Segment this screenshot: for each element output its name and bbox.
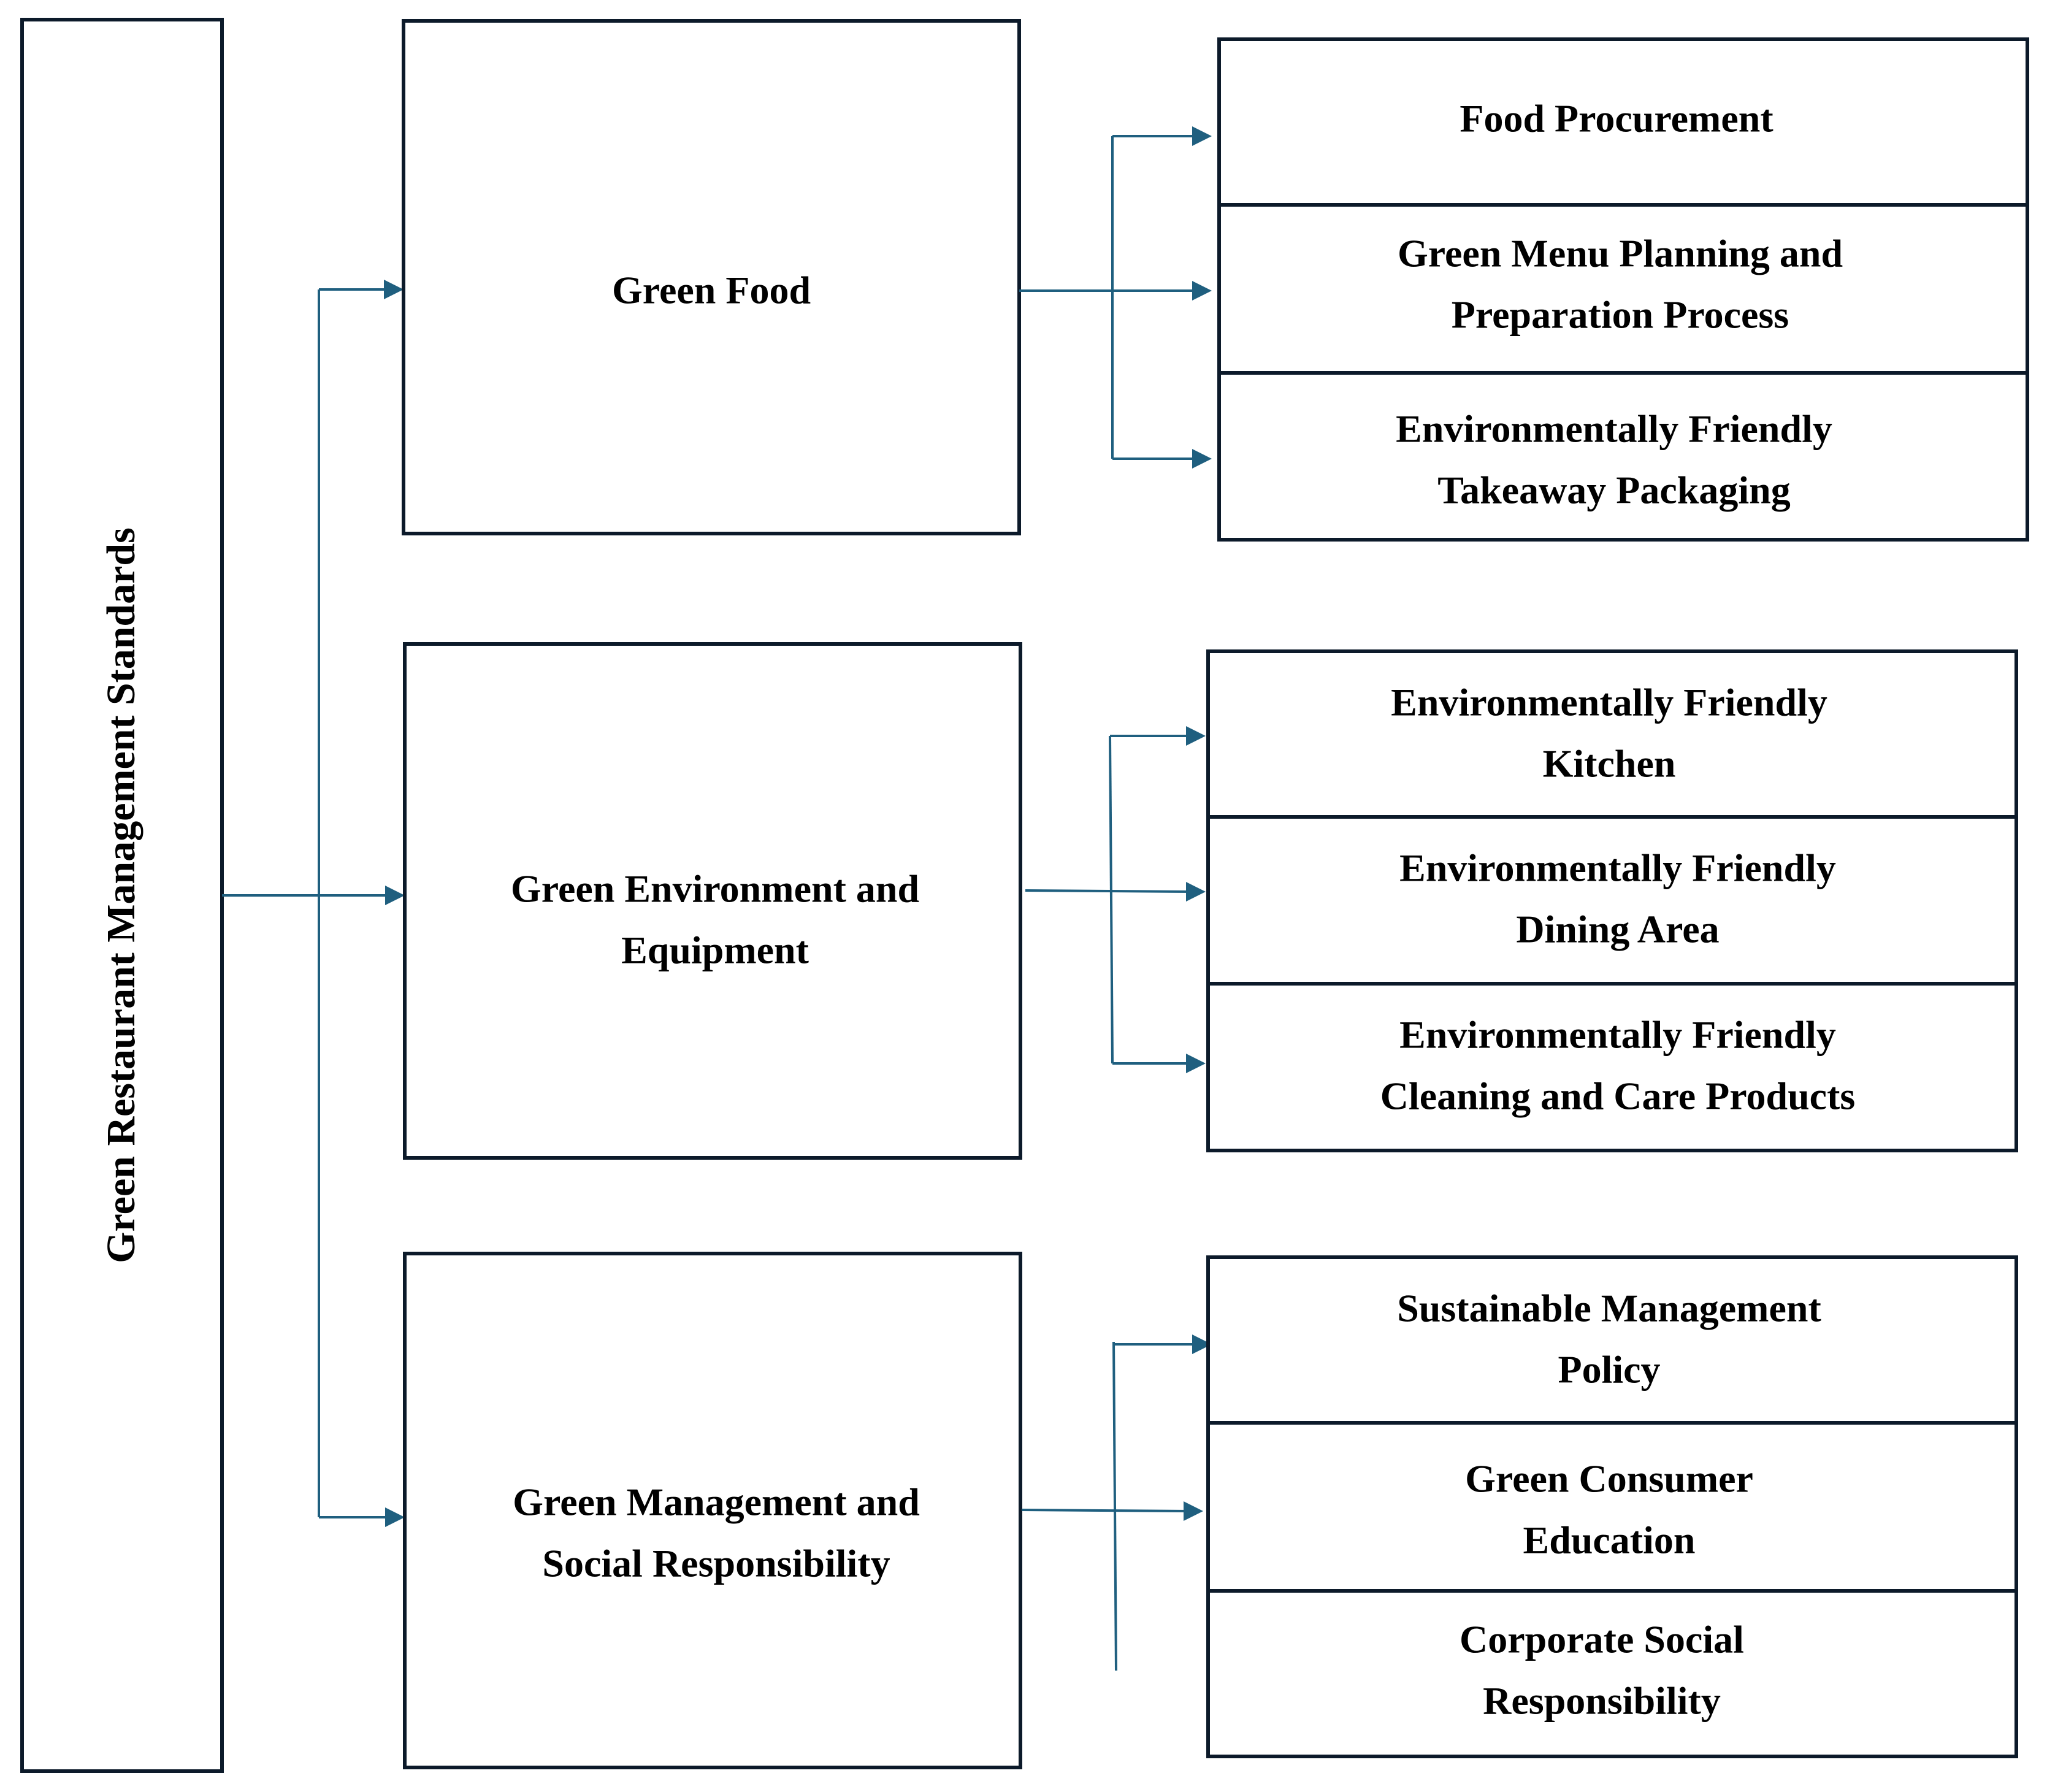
category-green-management-connectors: [1021, 1334, 1212, 1671]
category-label-line: Green Management and: [513, 1480, 920, 1524]
item-sustainable-policy: Sustainable Management Policy: [1206, 1255, 2018, 1425]
arrowhead-icon: [384, 280, 404, 299]
item-green-menu-planning: Green Menu Planning and Preparation Proc…: [1217, 203, 2029, 375]
item-friendly-cleaning-products: Environmentally Friendly Cleaning and Ca…: [1206, 982, 2018, 1152]
root-label: Green Restaurant Management Standards: [99, 527, 143, 1263]
category-label-line: Equipment: [621, 929, 809, 972]
item-takeaway-packaging: Environmentally Friendly Takeaway Packag…: [1217, 371, 2029, 542]
item-friendly-kitchen: Environmentally Friendly Kitchen: [1206, 649, 2018, 819]
category-green-food-connectors: [1019, 126, 1212, 469]
item-label-line: Environmentally Friendly: [1399, 1013, 1836, 1057]
arrowhead-icon: [1192, 1334, 1212, 1354]
item-food-procurement: Food Procurement: [1217, 37, 2029, 207]
arrowhead-icon: [1186, 1054, 1206, 1073]
category-label-line: Green Food: [612, 269, 811, 312]
category-green-food: Green Food: [402, 19, 1021, 535]
item-corporate-responsibility: Corporate Social Responsibility: [1206, 1589, 2018, 1758]
item-label-line: Environmentally Friendly: [1399, 846, 1836, 890]
item-label-line: Preparation Process: [1452, 293, 1789, 337]
item-label-line: Education: [1523, 1518, 1696, 1562]
item-label-line: Food Procurement: [1460, 97, 1773, 140]
item-label-line: Policy: [1558, 1348, 1660, 1392]
root-connectors: [222, 280, 405, 1527]
item-label-line: Green Menu Planning and: [1398, 232, 1843, 275]
arrowhead-icon: [1192, 449, 1212, 469]
item-label-line: Corporate Social: [1460, 1618, 1744, 1661]
category-label-line: Green Environment and: [511, 867, 919, 911]
item-consumer-education: Green Consumer Education: [1206, 1421, 2018, 1593]
arrowhead-icon: [1186, 726, 1206, 746]
item-label-line: Kitchen: [1543, 742, 1676, 786]
arrowhead-icon: [1192, 281, 1212, 301]
item-friendly-dining-area: Environmentally Friendly Dining Area: [1206, 815, 2018, 986]
category-green-management: Green Management and Social Responsibili…: [403, 1252, 1022, 1769]
arrowhead-icon: [1192, 126, 1212, 146]
item-label-line: Environmentally Friendly: [1396, 407, 1832, 451]
arrowhead-icon: [385, 1507, 405, 1527]
category-label-line: Social Responsibility: [542, 1542, 890, 1585]
root-node: Green Restaurant Management Standards: [20, 18, 224, 1773]
category-green-environment-connectors: [1025, 726, 1206, 1073]
item-label-line: Green Consumer: [1465, 1457, 1753, 1501]
item-label-line: Takeaway Packaging: [1437, 469, 1791, 512]
item-label-line: Responsibility: [1483, 1679, 1721, 1723]
item-label-line: Environmentally Friendly: [1391, 681, 1827, 724]
arrowhead-icon: [1184, 1501, 1203, 1521]
item-label-line: Cleaning and Care Products: [1380, 1074, 1856, 1118]
item-label-line: Sustainable Management: [1397, 1287, 1821, 1330]
item-label-line: Dining Area: [1516, 908, 1719, 951]
arrowhead-icon: [385, 886, 405, 905]
arrowhead-icon: [1186, 882, 1206, 902]
category-green-environment: Green Environment and Equipment: [403, 642, 1022, 1160]
